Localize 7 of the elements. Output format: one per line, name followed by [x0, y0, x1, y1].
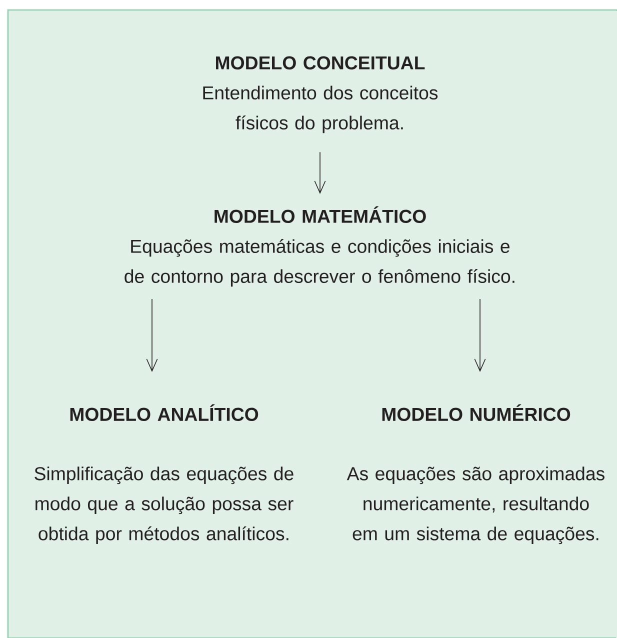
model-text: MODELO CONCEITUAL Entendimento dos conceitos físicos do problema. [203, 56, 438, 134]
arrow [146, 298, 158, 372]
arrow [314, 152, 326, 194]
arrow [474, 298, 486, 372]
model-text: MODELO MATEMÁTICO Equações matemáticas e condições iniciais e de contorno para descrever o fenômeno físico. [124, 206, 514, 287]
model-text: MODELO ANALÍTICO Simplificação das equações de modo que a solução possa ser obtida por métodos analíticos. [34, 404, 294, 544]
model-text: MODELO NUMÉRICO As equações são aproximadas numericamente, resultando em um sistema de equações. [346, 404, 604, 544]
